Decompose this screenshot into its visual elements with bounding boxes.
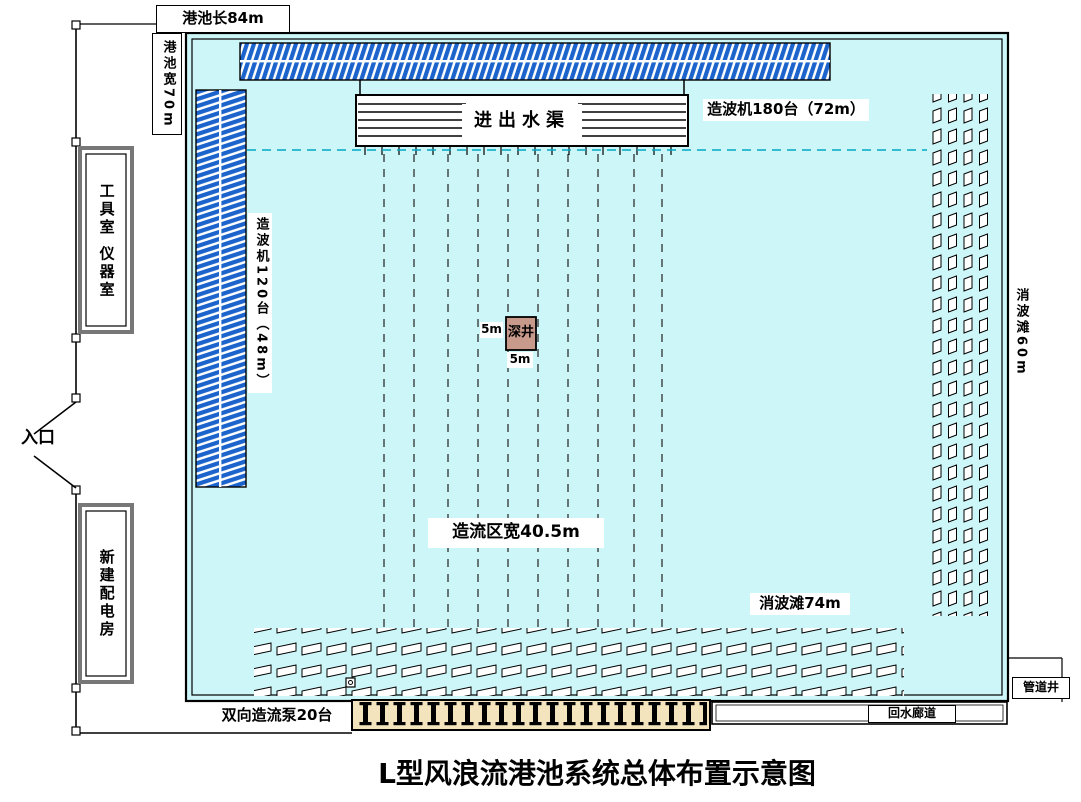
tool-room-building [78, 146, 134, 334]
deep-well-box [505, 316, 537, 351]
drain-symbol [345, 677, 356, 688]
pool-length-label: 港池长84m [156, 5, 290, 33]
flow-zone-label: 造流区宽40.5m [428, 518, 604, 548]
tool-room-label: 工具室 仪器室 [97, 182, 116, 300]
beach-bottom-grid [254, 628, 904, 696]
wall-columns [71, 20, 81, 736]
beach-right-label: 消波滩60m [1013, 287, 1029, 377]
outer-wall [33, 20, 352, 736]
wavemaker-top-label: 造波机180台（72m） [703, 99, 869, 121]
well-dim-left-label: 5m [480, 322, 503, 338]
power-room-building [78, 503, 134, 684]
return-corridor-label: 回水廊道 [868, 705, 956, 723]
inlet-channel-label: 进出水渠 [462, 104, 582, 138]
wavemaker-left-strip [195, 89, 247, 488]
beach-bottom-label: 消波滩74m [750, 593, 850, 615]
well-dim-bottom-label: 5m [507, 352, 533, 368]
entrance-door [33, 401, 77, 489]
beach-right-grid [928, 94, 990, 616]
pipe-well-label: 管道井 [1012, 677, 1070, 699]
wavemaker-top-strip [239, 42, 831, 81]
diagram-title: L型风浪流港池系统总体布置示意图 [378, 757, 816, 790]
wavemaker-left-label: 造波机120台（48m） [248, 213, 272, 393]
entrance-label: 入口 [21, 428, 55, 449]
pump-strip [351, 699, 711, 731]
power-room-label: 新建配电房 [97, 549, 116, 639]
flow-guide-lines [247, 149, 927, 628]
deep-well-label: 深井 [507, 324, 534, 340]
pool-width-label: 港池宽70m [152, 33, 182, 135]
pumps-label: 双向造流泵20台 [204, 703, 350, 729]
